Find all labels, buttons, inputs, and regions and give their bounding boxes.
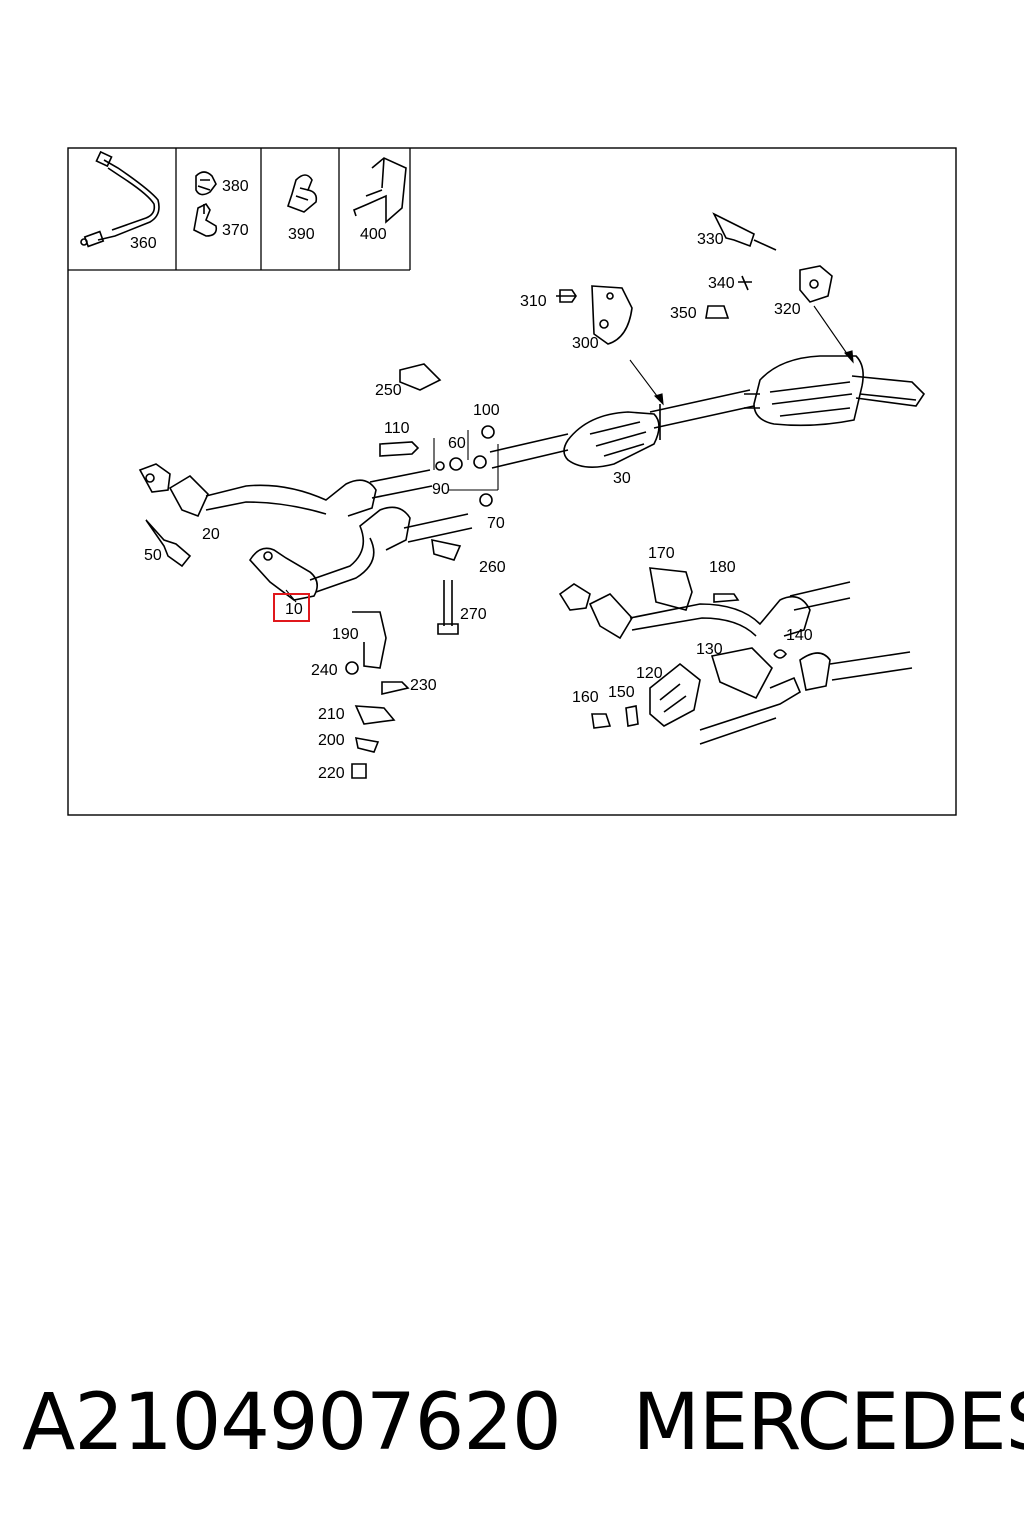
oxygen-sensor-drawing [80, 150, 160, 248]
center-resonator-drawing [489, 411, 660, 469]
callout-230: 230 [410, 677, 437, 694]
callout-70: 70 [487, 515, 505, 532]
callout-220: 220 [318, 765, 345, 782]
callout-210: 210 [318, 706, 345, 723]
callout-20: 20 [202, 526, 220, 543]
callout-270: 270 [460, 606, 487, 623]
rear-pipe-drawing [649, 389, 755, 440]
right-pipe-assembly-drawing [558, 567, 913, 745]
callout-30: 30 [613, 470, 631, 487]
callout-120: 120 [636, 665, 663, 682]
callout-10: 10 [285, 601, 303, 618]
callout-400: 400 [360, 226, 387, 243]
hose-clip-drawing [286, 174, 318, 213]
fastener-drawings [379, 363, 495, 635]
callout-100: 100 [473, 402, 500, 419]
brand-name: MERCEDES [632, 1378, 1024, 1468]
callout-110: 110 [384, 420, 410, 437]
callout-60: 60 [448, 435, 466, 452]
callout-260: 260 [479, 559, 506, 576]
bracket-drawing [353, 157, 407, 224]
callout-370: 370 [222, 222, 249, 239]
callout-350: 350 [670, 305, 697, 322]
callout-390: 390 [288, 226, 315, 243]
leader-lines [285, 305, 854, 603]
callout-140: 140 [786, 627, 813, 644]
callout-200: 200 [318, 732, 345, 749]
callout-180: 180 [709, 559, 736, 576]
hanger-drawings [556, 212, 833, 345]
callout-150: 150 [608, 684, 635, 701]
callout-240: 240 [311, 662, 338, 679]
callout-340: 340 [708, 275, 735, 292]
small-parts-inset [68, 148, 411, 271]
exhaust-system-diagram: 360 380 370 390 400 330 340 310 350 320 … [67, 147, 957, 816]
part-number: A2104907620 [22, 1378, 562, 1468]
bracket-assembly-drawing [345, 611, 410, 779]
front-pipe-drawing [138, 463, 433, 568]
callout-190: 190 [332, 626, 359, 643]
callout-50: 50 [144, 547, 162, 564]
clip-drawings [193, 171, 218, 237]
rear-muffler-drawing [744, 355, 926, 427]
callout-90: 90 [432, 481, 450, 498]
callout-320: 320 [774, 301, 801, 318]
callout-130: 130 [696, 641, 723, 658]
callout-310: 310 [520, 293, 547, 310]
callout-330: 330 [697, 231, 724, 248]
callout-250: 250 [375, 382, 402, 399]
callout-360: 360 [130, 235, 157, 252]
callout-160: 160 [572, 689, 599, 706]
callout-300: 300 [572, 335, 599, 352]
highlight-box [273, 593, 310, 622]
diagram-frame [67, 147, 957, 816]
part-caption: A2104907620 MERCEDES [22, 1368, 1024, 1478]
callout-380: 380 [222, 178, 249, 195]
callout-170: 170 [648, 545, 675, 562]
catalytic-converter-drawing [249, 506, 473, 601]
